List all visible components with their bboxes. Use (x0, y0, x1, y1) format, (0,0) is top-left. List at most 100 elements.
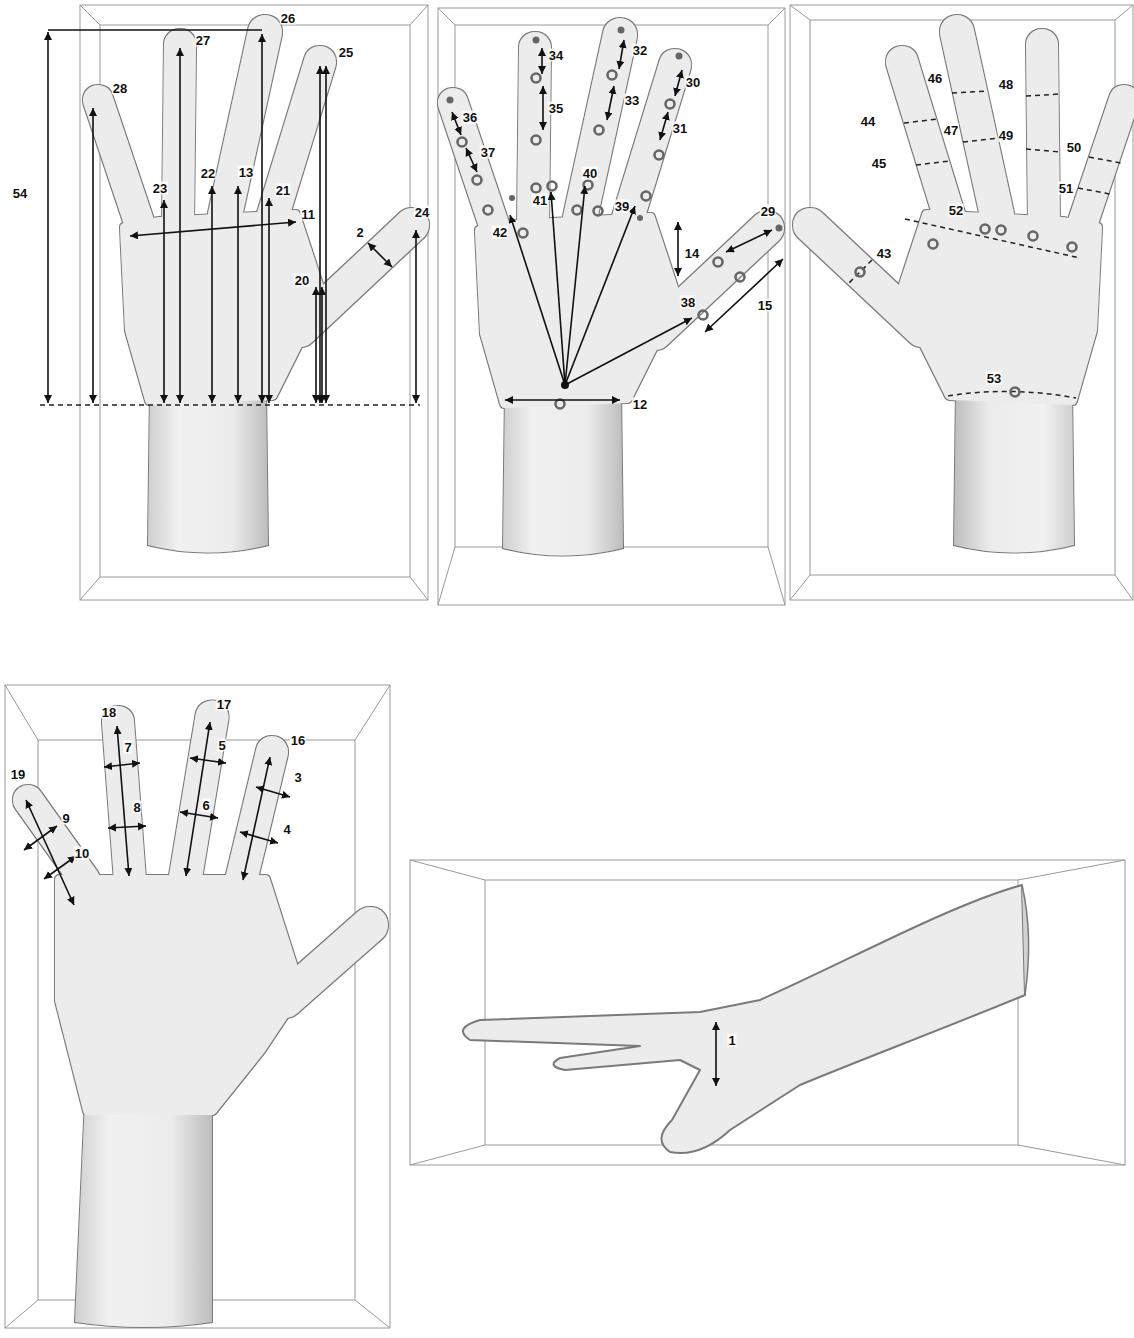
measurement-line (268, 198, 270, 403)
landmark-dot (519, 229, 528, 238)
panel-frame (80, 5, 100, 25)
panel-frame (790, 5, 1133, 600)
callout-number: 47 (943, 124, 959, 137)
callout-number: 39 (614, 200, 630, 213)
landmark-dot (981, 225, 990, 234)
measurement-line (44, 856, 76, 879)
landmark-dot (929, 240, 938, 249)
spread-hand (185, 717, 212, 880)
measurement-line (180, 812, 218, 818)
side-hand (463, 885, 1028, 1153)
measurement-line (716, 1022, 717, 1086)
measurement-line (48, 29, 262, 31)
spread-hand (28, 717, 370, 1327)
landmark-dot (594, 207, 603, 216)
callout-number: 10 (74, 847, 90, 860)
callout-number: 36 (462, 111, 478, 124)
callout-number: 48 (998, 78, 1014, 91)
measurement-line (319, 66, 321, 403)
panel-frame (410, 860, 1125, 1165)
girth-line (1078, 188, 1110, 194)
landmark-dot (473, 176, 482, 185)
measurement-line (256, 787, 290, 797)
callout-number: 26 (280, 12, 296, 25)
callout-number: 6 (201, 799, 210, 812)
panel-frame (1018, 860, 1125, 880)
callout-number: 1 (727, 1034, 736, 1047)
measurement-line (163, 200, 165, 403)
callout-number: 52 (948, 204, 964, 217)
panel-frame (438, 8, 785, 605)
landmark-dot (484, 206, 493, 215)
callout-number: 13 (238, 166, 254, 179)
girth-line (1089, 157, 1121, 163)
callout-number: 23 (152, 182, 168, 195)
measurement-line (541, 48, 543, 74)
measurement-line (24, 826, 57, 850)
measurement-line (92, 108, 94, 403)
panel-frame (410, 577, 428, 600)
girth-line (963, 138, 1000, 142)
callout-number: 51 (1058, 182, 1074, 195)
girth-line (1026, 149, 1060, 152)
callout-number: 15 (757, 299, 773, 312)
landmark-dot (1029, 232, 1038, 241)
measurement-line (190, 758, 226, 763)
measurement-line (565, 318, 692, 385)
dorsal-hand (810, 32, 1124, 553)
landmark-dot (509, 195, 515, 201)
measurement-line (24, 722, 290, 905)
callout-number: 54 (12, 187, 28, 200)
landmark-dot (608, 71, 617, 80)
measurement-line (726, 230, 772, 252)
measurement-line (186, 722, 210, 876)
callout-number: 14 (684, 247, 700, 260)
callout-number: 18 (101, 706, 117, 719)
callout-number: 41 (532, 194, 548, 207)
landmark-dot (1068, 243, 1077, 252)
measurement-line (321, 287, 323, 403)
girth-line (848, 260, 872, 284)
dorsal-hand (810, 32, 1124, 553)
callout-number: 28 (112, 82, 128, 95)
girth-line (904, 119, 938, 123)
callout-number: 7 (123, 741, 132, 754)
callout-number: 33 (624, 94, 640, 107)
measurement-line (325, 66, 327, 403)
callout-number: 12 (632, 398, 648, 411)
landmark-dot (676, 53, 683, 60)
callout-number: 20 (294, 274, 310, 287)
landmark-dot (573, 206, 582, 215)
callout-number: 27 (195, 34, 211, 47)
spread-hand (240, 752, 272, 885)
measurement-line (104, 763, 140, 767)
landmark-dot (548, 182, 557, 191)
callout-number: 19 (10, 768, 26, 781)
callout-number: 3 (293, 771, 302, 784)
measurement-line (240, 832, 278, 843)
girth-line (952, 91, 988, 93)
panel-frame (1018, 1145, 1125, 1165)
side-hand (1022, 885, 1028, 995)
landmark-dot (856, 225, 1077, 397)
measurement-line (40, 30, 420, 405)
measurement-line (368, 243, 392, 267)
measurement-line (415, 230, 417, 403)
panel-frame (5, 685, 38, 740)
callout-number: 32 (632, 44, 648, 57)
panel-frame (768, 8, 785, 25)
panel-frame (80, 577, 100, 600)
landmark-dot (736, 273, 745, 282)
callout-number: 25 (338, 46, 354, 59)
callout-number: 42 (492, 226, 508, 239)
measurement-line (315, 287, 317, 403)
girth-line (848, 91, 1121, 398)
measurement-line (452, 112, 461, 135)
callout-number: 4 (282, 823, 291, 836)
panel-frame (410, 5, 428, 25)
callout-number: 22 (200, 167, 216, 180)
side-hand (463, 885, 1025, 1153)
spread-hand (60, 880, 300, 1110)
measurement-line (551, 192, 565, 385)
